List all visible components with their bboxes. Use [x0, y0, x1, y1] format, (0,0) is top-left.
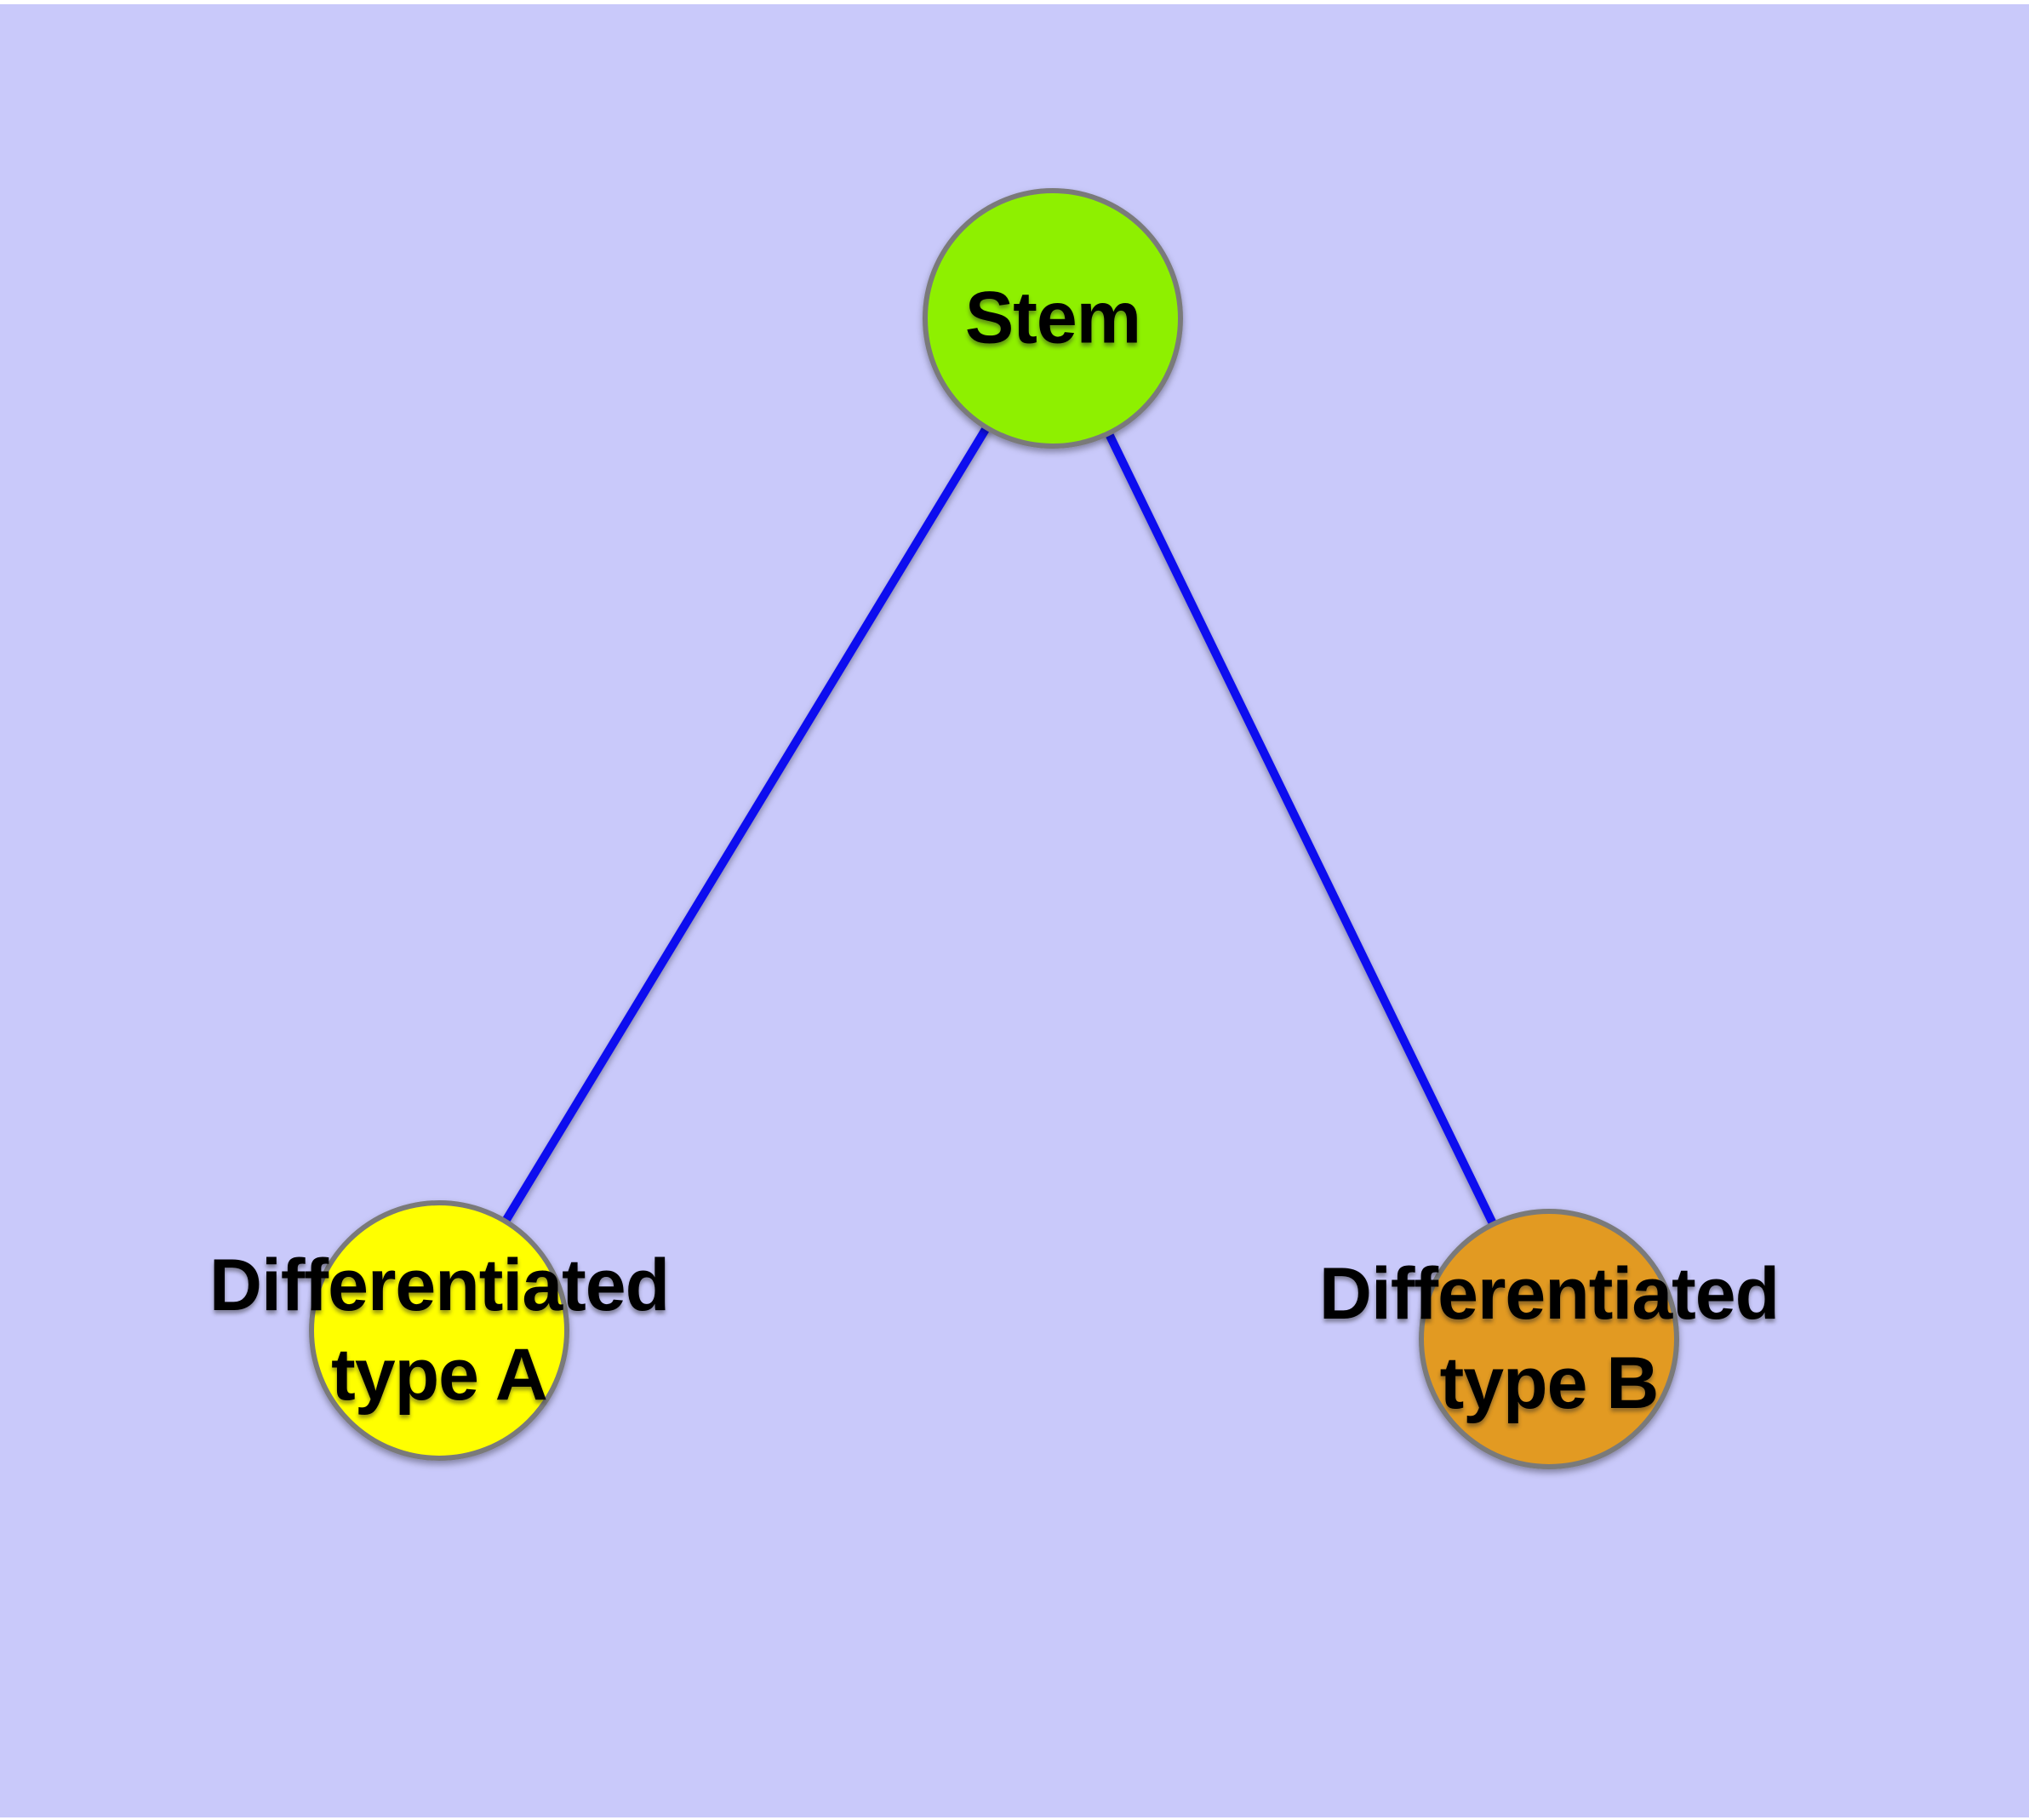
edge-stem-diff-b: [1049, 316, 1553, 1342]
edges-layer: [435, 316, 1553, 1342]
node-circle-stem: [923, 188, 1183, 449]
edge-stem-diff-a: [435, 316, 1057, 1333]
node-circle-diff-a: [309, 1200, 569, 1461]
node-circle-diff-b: [1419, 1209, 1679, 1469]
nodes-layer: [309, 188, 1679, 1469]
